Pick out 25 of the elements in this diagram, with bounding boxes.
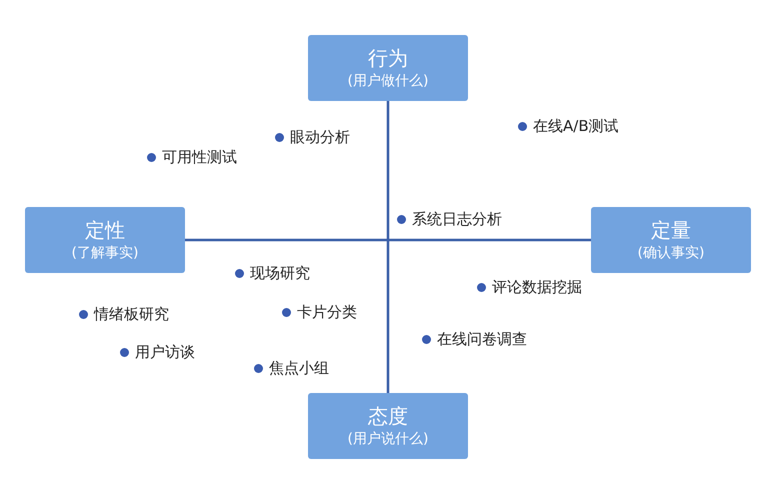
category-title: 行为 bbox=[368, 45, 408, 71]
category-title: 定量 bbox=[651, 217, 691, 243]
method-label: 眼动分析 bbox=[290, 128, 350, 147]
method-label: 在线问卷调查 bbox=[437, 330, 527, 349]
category-subtitle: (了解事实) bbox=[72, 244, 138, 263]
method-label: 可用性测试 bbox=[162, 148, 237, 167]
category-box bbox=[308, 393, 468, 459]
method-label: 现场研究 bbox=[250, 264, 310, 283]
category-subtitle: (确认事实) bbox=[638, 244, 704, 263]
category-box bbox=[591, 207, 751, 273]
category-box bbox=[25, 207, 185, 273]
method-label: 评论数据挖掘 bbox=[492, 278, 582, 297]
axis-line bbox=[386, 101, 390, 393]
method-label: 用户访谈 bbox=[135, 343, 195, 362]
method-label: 卡片分类 bbox=[297, 303, 357, 322]
category-box bbox=[308, 35, 468, 101]
category-title: 态度 bbox=[368, 403, 408, 429]
method-label: 焦点小组 bbox=[269, 359, 329, 378]
category-title: 定性 bbox=[85, 217, 125, 243]
category-subtitle: (用户说什么) bbox=[348, 430, 428, 449]
axis-line bbox=[185, 238, 591, 242]
method-label: 系统日志分析 bbox=[412, 210, 502, 229]
method-label: 情绪板研究 bbox=[94, 305, 169, 324]
category-subtitle: (用户做什么) bbox=[348, 72, 428, 91]
method-label: 在线A/B测试 bbox=[533, 117, 619, 136]
